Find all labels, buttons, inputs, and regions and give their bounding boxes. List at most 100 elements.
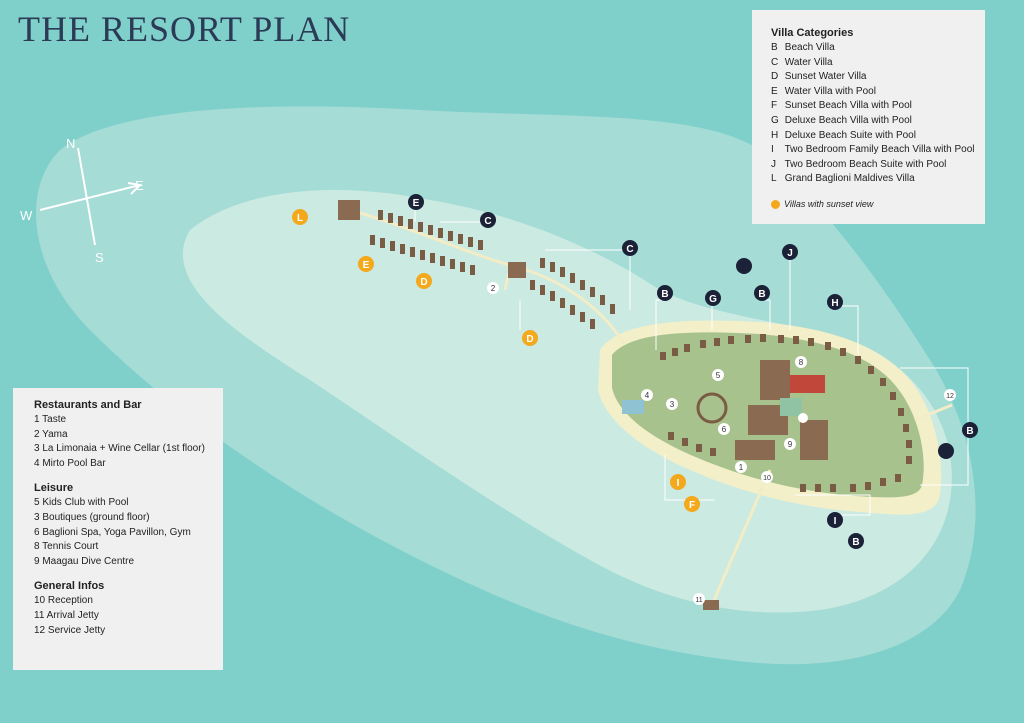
- beach-villas: [660, 334, 912, 492]
- marker-j-dark: J: [782, 244, 798, 260]
- villa-label: Water Villa with Pool: [784, 85, 876, 97]
- svg-text:3: 3: [670, 400, 675, 409]
- marker-b-dark: B: [754, 285, 770, 301]
- marker-num-4: 4: [641, 389, 653, 401]
- list-item: J Two Bedroom Beach Suite with Pool: [771, 158, 975, 173]
- inner-lagoon: [182, 190, 952, 613]
- list-item: 5 Kids Club with Pool: [34, 497, 129, 509]
- marker-num-1: 1: [735, 461, 747, 473]
- marker-c-dark: C: [480, 212, 496, 228]
- compass: [39, 147, 143, 246]
- pool-dot: [798, 413, 808, 423]
- list-item: 3 La Limonaia + Wine Cellar (1st floor): [34, 443, 205, 455]
- list-item: B Beach Villa: [771, 41, 975, 56]
- villa-label: Two Bedroom Beach Suite with Pool: [784, 158, 947, 170]
- marker-h-dark: H: [827, 294, 843, 310]
- svg-text:J: J: [787, 248, 793, 259]
- svg-text:H: H: [831, 298, 838, 309]
- svg-text:11: 11: [695, 597, 702, 604]
- svg-text:E: E: [413, 198, 420, 209]
- marker-num-12: 12: [944, 389, 956, 401]
- list-item: 2 Yama: [34, 428, 68, 440]
- list-item: I Two Bedroom Family Beach Villa with Po…: [771, 143, 975, 158]
- svg-text:D: D: [526, 334, 533, 345]
- svg-text:2: 2: [491, 284, 496, 293]
- villa-code: I: [771, 144, 774, 156]
- villa-label: Deluxe Beach Villa with Pool: [784, 114, 912, 126]
- svg-text:6: 6: [722, 425, 727, 434]
- svg-text:9: 9: [788, 440, 793, 449]
- central-buildings: [622, 360, 828, 460]
- svg-text:B: B: [966, 426, 973, 437]
- number-markers: 2 4 3 5 6 8 9 1 10 11 12: [487, 282, 956, 605]
- compass-s: S: [95, 250, 104, 265]
- list-item: 10 Reception: [34, 595, 93, 607]
- villa-code: B: [771, 42, 778, 53]
- general-infos-heading: General Infos: [34, 580, 105, 593]
- leisure-group: Leisure 5 Kids Club with Pool 3 Boutique…: [34, 481, 213, 569]
- list-item: L Grand Baglioni Maldives Villa: [771, 172, 975, 187]
- villa-categories-heading: Villa Categories: [771, 27, 854, 39]
- sunset-view-label: Villas with sunset view: [784, 198, 874, 209]
- villa-code: D: [771, 71, 779, 83]
- marker-b-dark: B: [962, 422, 978, 438]
- restaurants-heading: Restaurants and Bar: [34, 399, 142, 411]
- svg-text:G: G: [709, 294, 717, 305]
- marker-b-dark: B: [657, 285, 673, 301]
- list-item: H Deluxe Beach Suite with Pool: [771, 129, 975, 144]
- svg-text:C: C: [626, 244, 633, 255]
- villa-label: Two Bedroom Family Beach Villa with Pool: [784, 144, 975, 156]
- marker-l-sunset: L: [292, 209, 308, 225]
- marker-d-sunset: D: [416, 273, 432, 289]
- marker-f-sunset: F: [684, 496, 700, 512]
- water-villas: [338, 200, 719, 610]
- marker-d-sunset: D: [522, 330, 538, 346]
- svg-text:I: I: [834, 516, 837, 527]
- list-item: 9 Maagau Dive Centre: [34, 555, 135, 567]
- svg-text:D: D: [420, 277, 427, 288]
- sunset-view-note: Villas with sunset view: [771, 197, 975, 212]
- list-item: F Sunset Beach Villa with Pool: [771, 99, 975, 114]
- marker-num-9: 9: [784, 438, 796, 450]
- villa-code: C: [771, 56, 779, 68]
- marker-c-dark: C: [622, 240, 638, 256]
- marker-num-10: 10: [761, 471, 773, 483]
- marker-e-sunset: E: [358, 256, 374, 272]
- general-infos-group: General Infos 10 Reception 11 Arrival Je…: [34, 579, 213, 638]
- marker-b-dark: B: [848, 533, 864, 549]
- page-title: THE RESORT PLAN: [18, 9, 351, 49]
- villa-label: Beach Villa: [784, 42, 835, 53]
- marker-num-5: 5: [712, 369, 724, 381]
- list-item: 3 Boutiques (ground floor): [34, 511, 150, 523]
- villa-categories-panel: Villa Categories B Beach Villa C Water V…: [752, 10, 985, 224]
- dark-markers: E C C B G B J H B I B: [408, 194, 978, 549]
- villa-label: Grand Baglioni Maldives Villa: [784, 173, 915, 185]
- svg-text:1: 1: [739, 463, 744, 472]
- villa-label: Deluxe Beach Suite with Pool: [784, 129, 916, 141]
- marker-g-dark: G: [705, 290, 721, 306]
- marker-num-6: 6: [718, 423, 730, 435]
- villa-code: E: [771, 85, 778, 97]
- compass-e: E: [135, 178, 144, 193]
- list-item: E Water Villa with Pool: [771, 85, 975, 100]
- marker-blank-dark: [736, 258, 752, 274]
- marker-num-11: 11: [693, 593, 705, 605]
- list-item: 4 Mirto Pool Bar: [34, 457, 106, 469]
- list-item: 11 Arrival Jetty: [34, 609, 99, 621]
- list-item: 6 Baglioni Spa, Yoga Pavillon, Gym: [34, 526, 191, 538]
- leisure-heading: Leisure: [34, 482, 74, 495]
- compass-n: N: [66, 136, 75, 151]
- marker-num-3: 3: [666, 398, 678, 410]
- svg-text:L: L: [297, 213, 303, 224]
- svg-text:B: B: [661, 289, 668, 300]
- list-item: C Water Villa: [771, 56, 975, 71]
- svg-text:10: 10: [763, 475, 771, 482]
- svg-text:E: E: [363, 260, 370, 271]
- sunset-dot-icon: [771, 199, 780, 209]
- svg-text:I: I: [677, 478, 680, 489]
- list-item: D Sunset Water Villa: [771, 70, 975, 85]
- svg-text:12: 12: [946, 393, 954, 400]
- marker-e-dark: E: [408, 194, 424, 210]
- restaurants-group: Restaurants and Bar 1 Taste 2 Yama 3 La …: [34, 398, 213, 471]
